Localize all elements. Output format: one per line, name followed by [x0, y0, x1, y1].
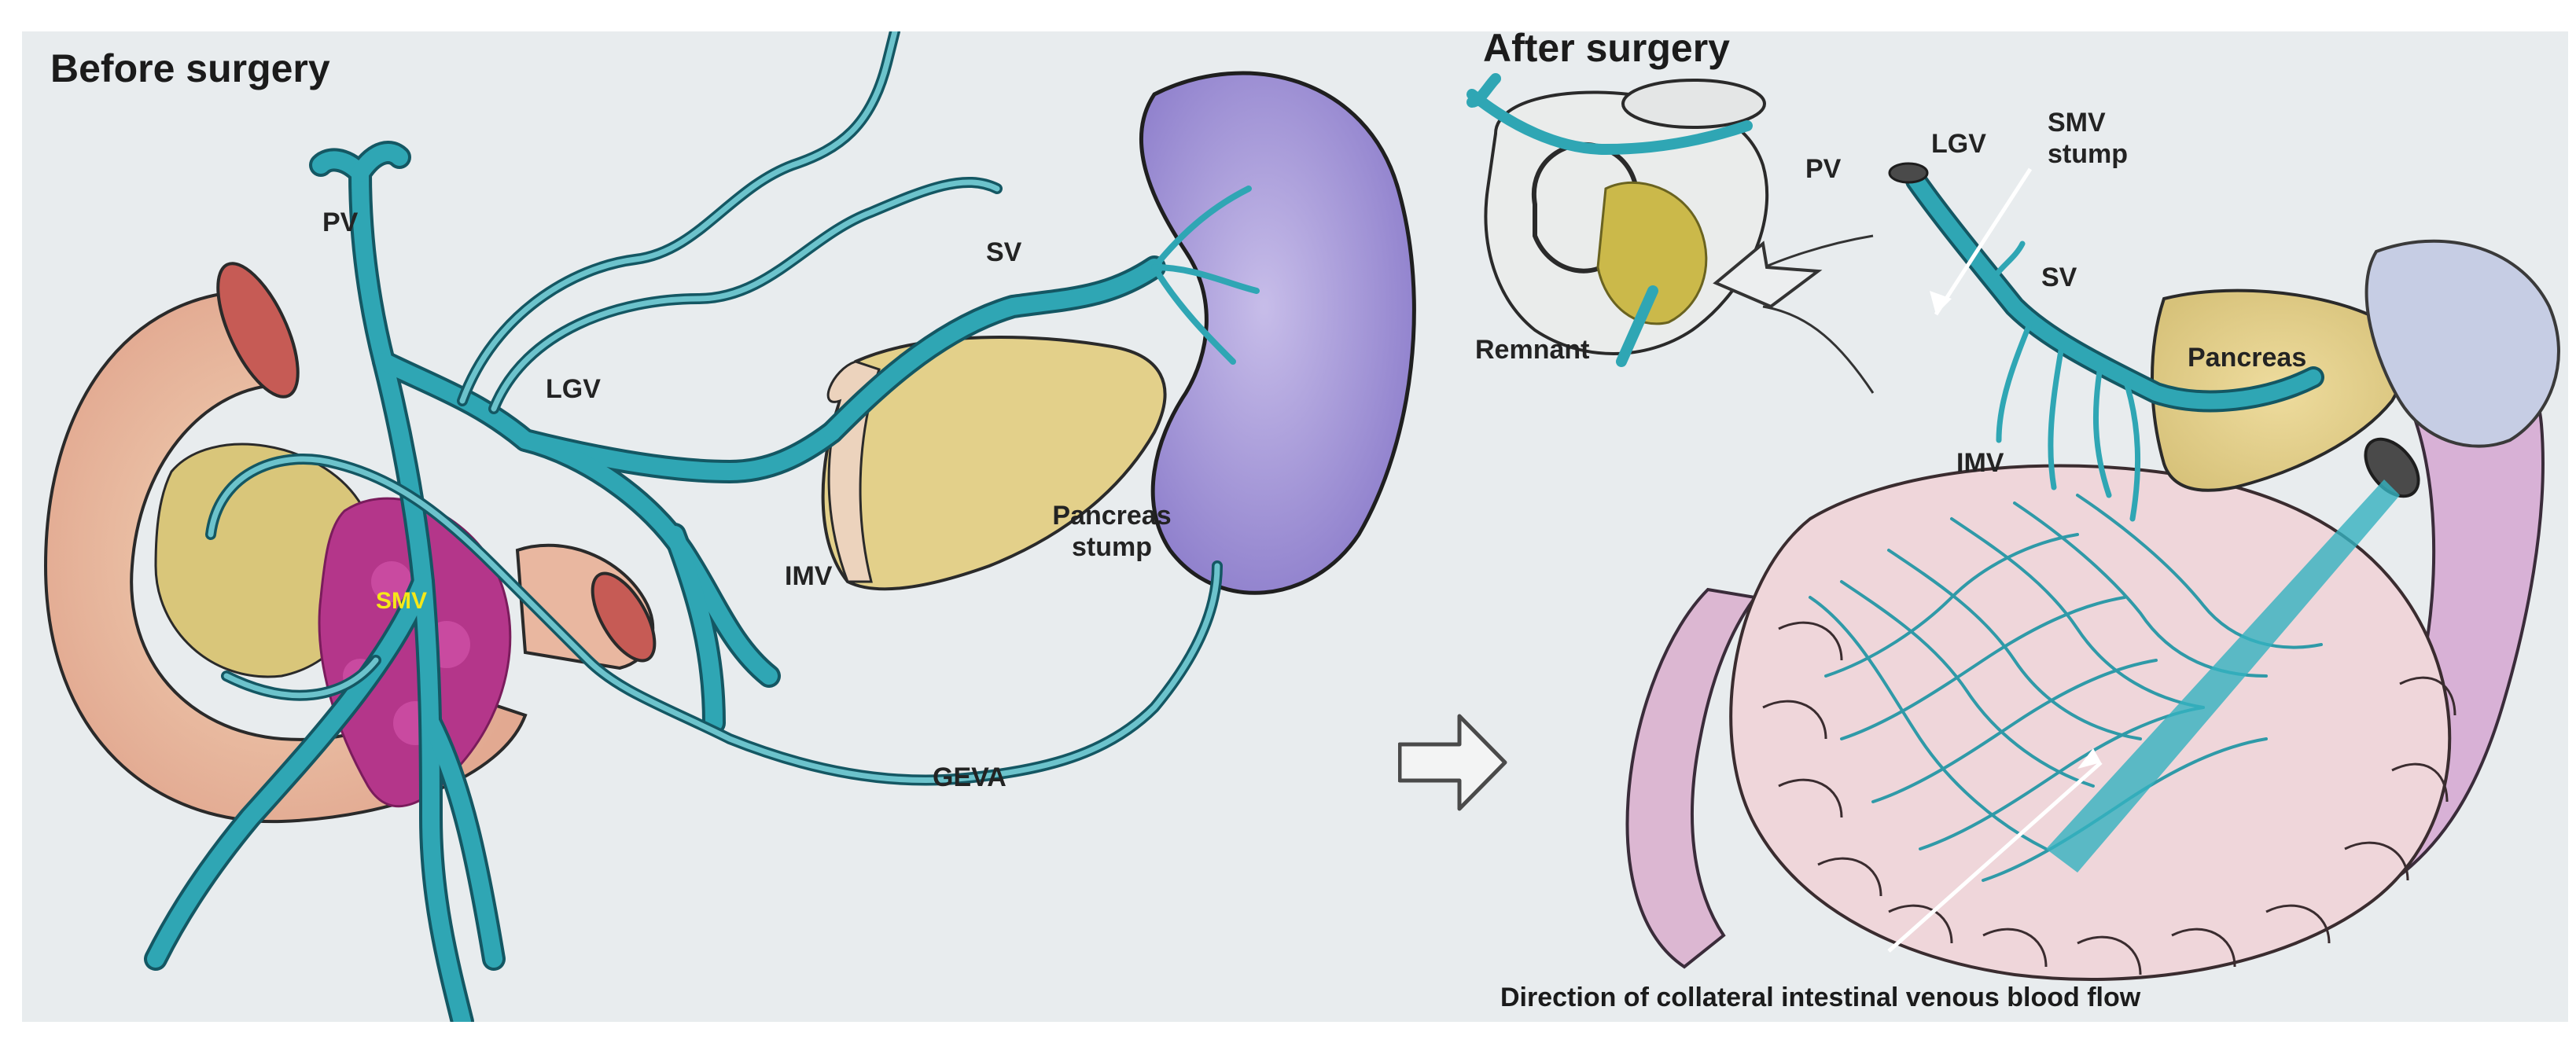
label-remnant: Remnant: [1475, 335, 1590, 365]
pancreas-stump: [821, 335, 1167, 591]
collateral-flow-arrow: [2046, 479, 2400, 872]
before-to-after-arrow: [1398, 714, 1507, 811]
label-pancreas-after: Pancreas: [2188, 343, 2307, 373]
duodenum-opening-top: [216, 262, 300, 399]
panel-before-surgery: Before surgery PV LGV SV SMV IMV Pancrea…: [22, 31, 1450, 1022]
remnant-bile-area: [1596, 181, 1708, 325]
veins-before: [144, 31, 1260, 1022]
colon-left: [1625, 587, 1758, 969]
label-lgv-before: LGV: [546, 374, 601, 404]
remnant-arrow-head: [1713, 241, 1823, 309]
remnant-opening: [1621, 79, 1766, 129]
after-surgery-title: After surgery: [1483, 31, 1730, 70]
flow-caption: Direction of collateral intestinal venou…: [1500, 983, 2141, 1012]
pancreatic-head: [154, 443, 374, 678]
spleen-after: [2364, 239, 2560, 448]
label-smv-before: SMV: [376, 588, 428, 614]
panel-after-surgery: After surgery PV LGV SMV stump SV Pancre…: [1448, 31, 2568, 1022]
colon-cut-end: [2364, 437, 2420, 498]
label-imv-before: IMV: [785, 561, 833, 591]
spleen: [1139, 71, 1416, 595]
label-pv-before: PV: [322, 208, 359, 237]
jejunum-opening: [591, 571, 657, 663]
label-imv-after: IMV: [1956, 448, 2004, 478]
label-smv-stump: SMV stump: [2048, 108, 2128, 170]
after-illustration: [1466, 73, 2560, 981]
label-sv-after: SV: [2041, 263, 2077, 292]
duodenum: [43, 288, 528, 824]
before-illustration: [43, 31, 1416, 1022]
veins-after: [1809, 162, 2324, 882]
before-surgery-title: Before surgery: [50, 46, 330, 90]
label-sv-before: SV: [986, 237, 1022, 267]
label-pancreas-stump: Pancreas stump: [1052, 501, 1172, 563]
label-lgv-after: LGV: [1931, 129, 1986, 159]
label-geva: GEVA: [933, 762, 1006, 792]
intestine-loops: [1762, 621, 2456, 975]
pointer-lines: [1887, 167, 2103, 953]
label-pv-after: PV: [1805, 154, 1842, 184]
